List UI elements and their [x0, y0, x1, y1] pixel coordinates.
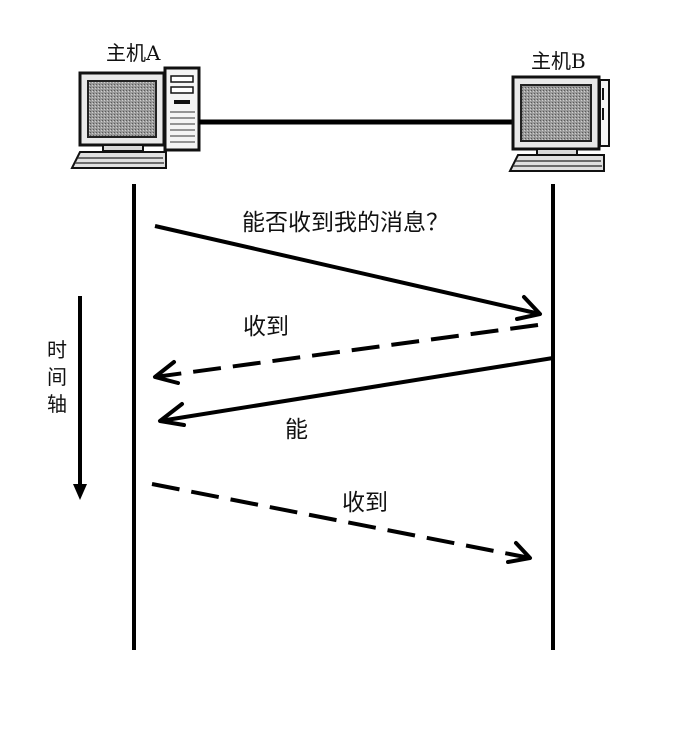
time-axis: 时 间 轴	[47, 296, 87, 500]
time-axis-char-2: 间	[47, 365, 67, 389]
host-a-computer-icon	[70, 66, 201, 169]
host-a-label: 主机A	[106, 41, 161, 65]
message-2-label: 收到	[243, 314, 289, 340]
message-1-label: 能否收到我的消息？	[242, 210, 449, 236]
message-4-arrow	[151, 482, 532, 564]
time-axis-char-3: 轴	[47, 392, 67, 416]
message-3-label: 能	[285, 417, 308, 443]
host-b-computer-icon	[508, 75, 610, 172]
message-1-arrow	[154, 224, 542, 321]
time-axis-arrowhead	[73, 484, 87, 500]
message-4-label: 收到	[342, 490, 388, 516]
message-3-arrow	[158, 356, 554, 427]
message-2-arrow	[153, 323, 539, 385]
time-axis-char-1: 时	[47, 338, 67, 362]
host-b-label: 主机B	[531, 49, 586, 73]
